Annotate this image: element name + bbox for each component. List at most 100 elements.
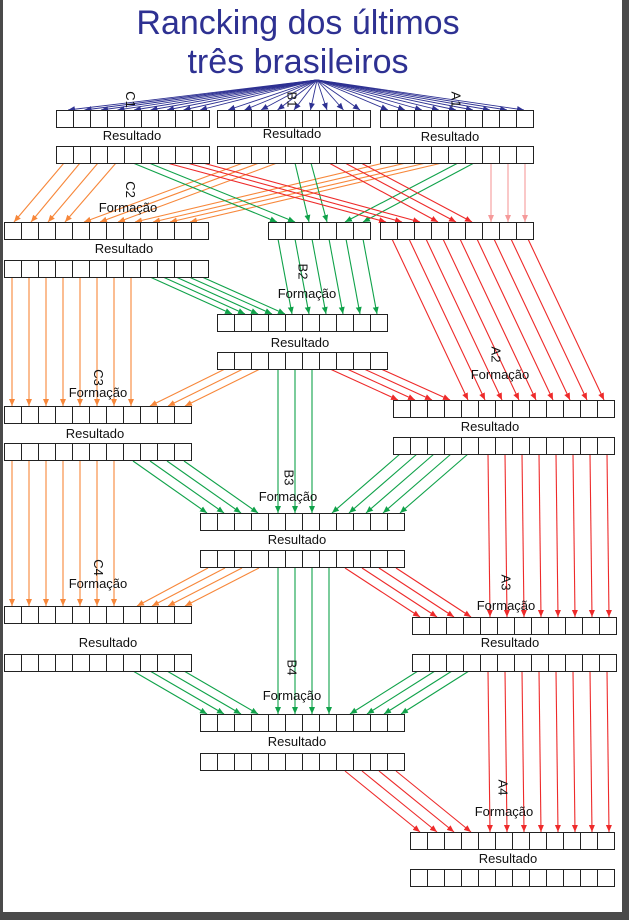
cell: [320, 111, 337, 127]
arrow-root: [260, 79, 318, 111]
arrow-root: [150, 79, 318, 112]
cell: [415, 223, 432, 239]
arrow-a: [493, 238, 571, 401]
cell: [447, 618, 464, 634]
cell: [445, 401, 462, 417]
cell: [483, 223, 500, 239]
box-a3-resultado: [412, 654, 617, 672]
group-label-a4: A4: [495, 779, 511, 796]
arrow-b: [294, 162, 311, 223]
formacao-label-b2: Formação: [277, 286, 337, 301]
cell: [337, 551, 354, 567]
cell: [515, 655, 532, 671]
cell: [428, 438, 445, 454]
cell: [413, 655, 430, 671]
resultado-label-a3: Resultado: [480, 635, 540, 650]
cell: [320, 223, 337, 239]
cell: [235, 715, 252, 731]
cell: [73, 223, 90, 239]
arrow-root: [244, 79, 318, 111]
cell: [235, 111, 252, 127]
cell: [90, 655, 107, 671]
arrow-a: [378, 567, 455, 618]
arrow-root: [316, 79, 440, 112]
cell: [479, 870, 496, 886]
cell: [218, 111, 235, 127]
cell: [500, 147, 517, 163]
arrow-b: [175, 276, 259, 315]
arrow-b: [201, 276, 286, 315]
cell: [496, 438, 513, 454]
formacao-label-c2: Formação: [98, 200, 158, 215]
arrow-a: [391, 238, 469, 401]
cell: [320, 147, 337, 163]
cell: [496, 401, 513, 417]
cell: [320, 353, 337, 369]
cell: [320, 715, 337, 731]
cell: [598, 401, 614, 417]
cell: [598, 870, 614, 886]
arrow-c: [134, 162, 385, 224]
arrow-c: [184, 368, 261, 407]
arrow-b: [148, 162, 296, 223]
cell: [158, 223, 175, 239]
arrow-b: [149, 276, 233, 315]
arrow-a: [486, 670, 493, 833]
cell: [530, 833, 547, 849]
arrow-b: [400, 670, 470, 715]
cell: [5, 444, 22, 460]
cell: [564, 438, 581, 454]
cell: [462, 870, 479, 886]
box-b1-formacao: [217, 110, 371, 128]
box-a4-formacao: [410, 832, 615, 850]
cell: [481, 618, 498, 634]
cell: [91, 147, 108, 163]
arrow-a: [344, 770, 421, 833]
cell: [74, 111, 91, 127]
cell: [549, 618, 566, 634]
cell: [73, 655, 90, 671]
cell: [175, 444, 191, 460]
cell: [39, 607, 56, 623]
cell: [483, 111, 500, 127]
cell: [462, 401, 479, 417]
cell: [73, 407, 90, 423]
cell: [73, 444, 90, 460]
cell: [381, 111, 398, 127]
arrow-c: [136, 567, 209, 607]
cell: [371, 353, 387, 369]
arrow-a: [329, 368, 399, 401]
arrow-b: [149, 460, 225, 514]
arrow-c: [99, 162, 260, 223]
arrow-b: [277, 238, 294, 315]
cell: [432, 147, 449, 163]
cell: [449, 223, 466, 239]
formacao-label-a2: Formação: [470, 367, 530, 382]
cell: [107, 407, 124, 423]
arrow-b: [132, 162, 278, 223]
cell: [201, 551, 218, 567]
cell: [354, 315, 371, 331]
cell: [141, 223, 158, 239]
cell: [337, 353, 354, 369]
cell: [320, 514, 337, 530]
cell: [107, 607, 124, 623]
arrow-b: [166, 670, 242, 715]
cell: [530, 438, 547, 454]
arrow-b: [365, 453, 435, 514]
cell: [159, 147, 176, 163]
cell: [192, 261, 208, 277]
arrow-root: [277, 79, 318, 111]
arrow-b: [331, 453, 401, 514]
cell: [354, 754, 371, 770]
cell: [354, 715, 371, 731]
box-c1-resultado: [56, 146, 210, 164]
cell: [39, 444, 56, 460]
cell: [381, 223, 398, 239]
cell: [532, 618, 549, 634]
arrow-a: [520, 670, 527, 833]
cell: [415, 147, 432, 163]
cell: [411, 870, 428, 886]
arrow-a: [476, 238, 554, 401]
arrow-a: [537, 453, 544, 618]
